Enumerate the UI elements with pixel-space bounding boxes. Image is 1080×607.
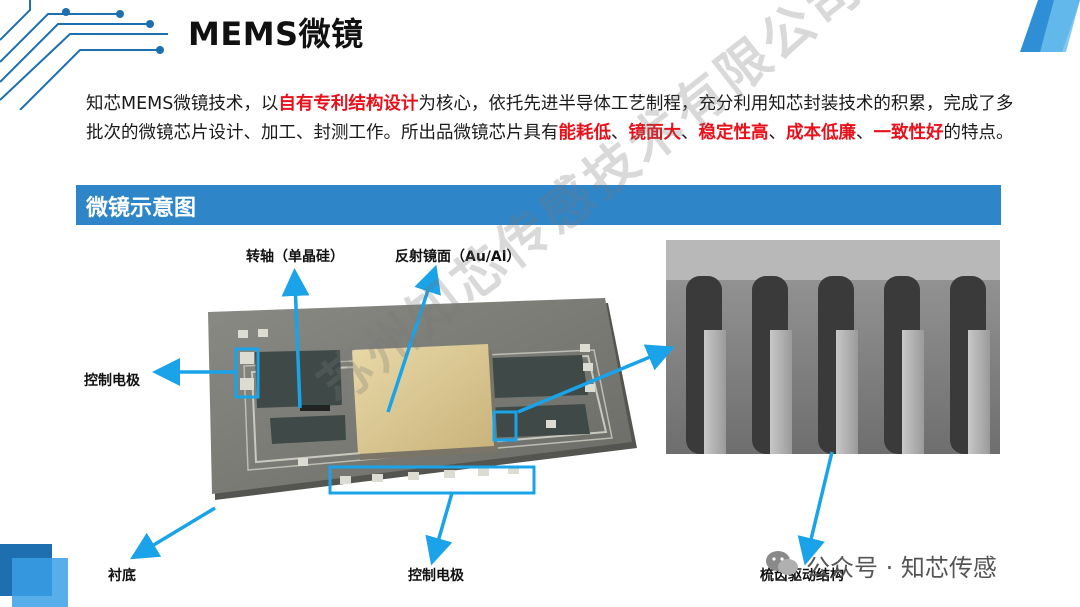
label-substrate: 衬底	[108, 568, 136, 584]
highlight-text: 能耗低	[558, 123, 612, 143]
body-text: 为核心，依托先进半导体工艺制程，充分利用知芯封装技术的积累，完成了多批次的微镜芯…	[86, 94, 1014, 143]
highlight-text: 一致性好	[873, 123, 944, 143]
body-text: 、	[856, 123, 874, 143]
intro-paragraph: 知芯MEMS微镜技术，以自有专利结构设计为核心，依托先进半导体工艺制程，充分利用…	[86, 90, 1016, 148]
label-axis: 转轴（单晶硅）	[246, 249, 344, 265]
arrow-substrate	[130, 506, 216, 560]
arrow-to-sem	[517, 344, 675, 414]
body-text: 、	[611, 123, 629, 143]
highlight-text: 成本低廉	[786, 123, 856, 143]
label-electrode-left: 控制电极	[84, 373, 140, 389]
wechat-icon	[766, 551, 798, 575]
section-bar: 微镜示意图	[76, 185, 1001, 225]
corner-stripes-top	[1020, 0, 1080, 52]
highlight-text: 稳定性高	[698, 123, 769, 143]
arrow-comb	[797, 451, 834, 566]
highlight-text: 自有专利结构设计	[278, 94, 419, 114]
title-box	[168, 6, 426, 54]
body-text: 知芯MEMS微镜技术，以	[86, 94, 279, 114]
corner-squares-bottom	[0, 544, 68, 607]
label-mirror: 反射镜面（Au/Al）	[395, 249, 521, 265]
highlight-text: 镜面大	[628, 123, 682, 143]
wechat-account: 公众号 · 知芯传感	[806, 554, 997, 582]
circuit-decoration	[0, 0, 194, 110]
arrow-axis	[281, 268, 310, 409]
arrow-electrode-bottom	[425, 492, 454, 566]
body-text: 的特点。	[943, 123, 1014, 143]
body-text: 、	[768, 123, 787, 143]
page-title: MEMS微镜	[188, 15, 364, 53]
arrow-mirror	[386, 264, 441, 413]
comb-sem-image	[666, 240, 1000, 454]
label-electrode-bottom: 控制电极	[408, 568, 464, 584]
section-title: 微镜示意图	[86, 196, 197, 221]
body-text: 、	[681, 123, 699, 143]
